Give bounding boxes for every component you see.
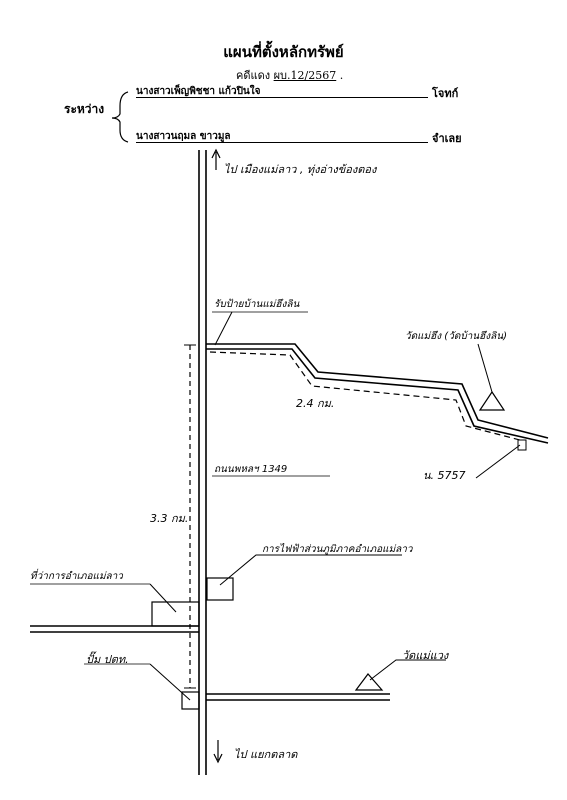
junction-label: รับป้ายบ้านแม่ฮึงลิน	[214, 299, 300, 310]
defendant-name: นางสาวนฤมล ขาวมูล	[136, 131, 231, 142]
gas-station-label: ปั๊ม ปตท.	[86, 653, 129, 666]
party-bracket	[111, 91, 129, 143]
defendant-role: จำเลย	[432, 132, 462, 145]
side-road-lower	[206, 348, 549, 444]
district-office-label: ที่ว่าการอำเภอแม่ลาว	[30, 571, 123, 582]
deed-number-label: น. 5757	[423, 469, 466, 482]
plaintiff-role: โจทก์	[432, 87, 459, 100]
road-name-label: ถนนพหลฯ 1349	[214, 464, 288, 475]
plaintiff-name: นางสาวเพ็ญพิชชา แก้วปินใจ	[136, 86, 261, 97]
junction-leader	[214, 311, 233, 346]
temple-top-label: วัดแม่ฮึง (วัดบ้านฮึงลิน)	[405, 331, 507, 342]
district-office-box	[151, 601, 200, 627]
electricity-office-box	[206, 577, 234, 601]
electricity-office-label: การไฟฟ้าส่วนภูมิภาคอำเภอแม่ลาว	[262, 544, 413, 555]
south-destination: ไป แยกตลาด	[234, 748, 298, 761]
case-number-line: คดีแดง ผบ.12/2567 .	[236, 69, 344, 82]
temple-top-icon	[478, 390, 506, 411]
page-title: แผนที่ตั้งหลักทรัพย์	[223, 43, 344, 61]
main-distance-label: 3.3 กม.	[150, 512, 189, 525]
plaintiff-rule	[136, 97, 428, 98]
case-label: คดีแดง	[236, 69, 271, 82]
side-road-upper	[206, 343, 549, 439]
deed-plot-marker	[517, 439, 527, 451]
side-distance-label: 2.4 กม.	[296, 397, 335, 410]
between-label: ระหว่าง	[64, 102, 105, 116]
route-dashed	[209, 351, 521, 441]
defendant-rule	[136, 142, 428, 143]
case-number: ผบ.12/2567	[273, 69, 337, 82]
temple-bottom-icon	[354, 673, 384, 691]
temple-bottom-label: วัดแม่แวง	[402, 649, 449, 662]
north-destination: ไป เมืองแม่ลาว , ทุ่งอ่างข้องตอง	[224, 163, 377, 176]
gas-station-box	[181, 691, 200, 710]
